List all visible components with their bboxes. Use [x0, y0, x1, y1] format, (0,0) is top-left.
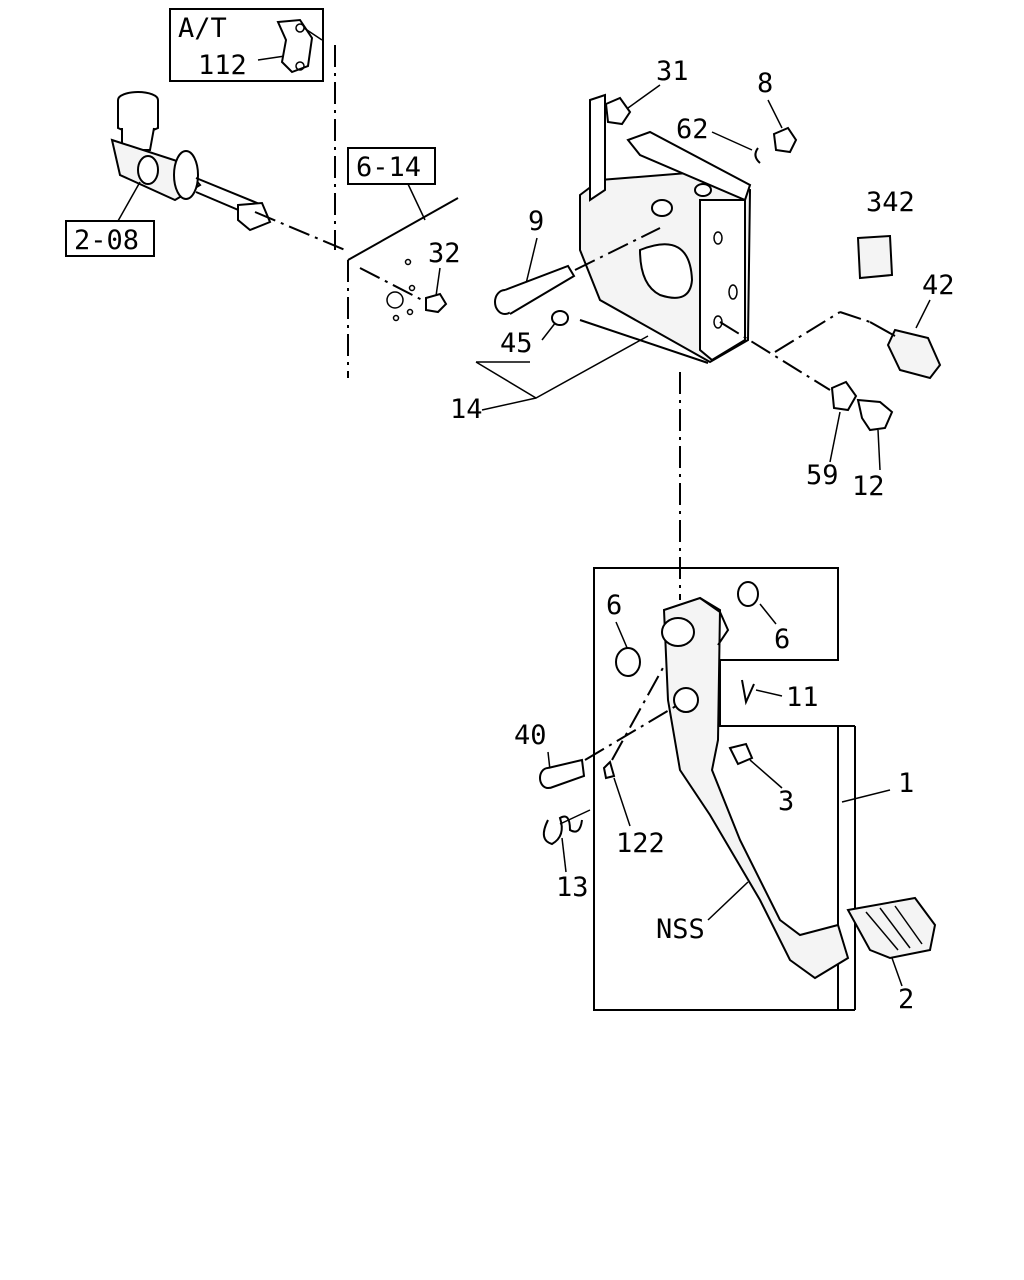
part-31: 31 — [604, 56, 689, 126]
label-6-left: 6 — [606, 590, 622, 621]
label-nss: NSS — [656, 914, 705, 945]
label-342: 342 — [866, 187, 915, 218]
label-31: 31 — [656, 56, 689, 87]
part-3: 3 — [728, 742, 794, 817]
part-14: 14 — [450, 335, 649, 425]
label-62: 62 — [676, 114, 709, 145]
label-59: 59 — [806, 460, 839, 491]
label-45: 45 — [500, 328, 533, 359]
part-8: 8 — [757, 68, 798, 154]
at-inset: A/T 112 — [169, 8, 324, 82]
label-12: 12 — [852, 471, 885, 502]
ref-2-08: 2-08 — [65, 181, 155, 257]
label-3: 3 — [778, 786, 794, 817]
label-32: 32 — [428, 238, 461, 269]
part-9: 9 — [494, 206, 661, 315]
part-2-pedal-pad: 2 — [846, 896, 937, 1015]
label-13: 13 — [556, 872, 589, 903]
master-cylinder — [110, 91, 346, 251]
label-14: 14 — [450, 394, 483, 425]
label-6-14: 6-14 — [356, 152, 421, 183]
part-13: 13 — [542, 809, 591, 903]
label-2-08: 2-08 — [74, 225, 139, 256]
part-6-left: 6 — [606, 590, 641, 677]
label-42: 42 — [922, 270, 955, 301]
part-59-12: 59 12 — [719, 321, 894, 502]
pedal-group-box — [593, 567, 856, 1011]
label-8: 8 — [757, 68, 773, 99]
pedal-arm — [661, 596, 850, 980]
label-6-right: 6 — [774, 624, 790, 655]
part-342: 342 — [856, 187, 915, 280]
part-32: 32 — [359, 238, 461, 314]
part-40: 40 — [514, 705, 677, 789]
part-45: 45 — [500, 310, 569, 359]
label-9: 9 — [528, 206, 544, 237]
ref-6-14: 6-14 — [347, 147, 436, 221]
label-112: 112 — [198, 50, 247, 81]
part-42: 42 — [774, 270, 955, 380]
label-2: 2 — [898, 984, 914, 1015]
nss-note: NSS — [656, 881, 749, 945]
label-1: 1 — [898, 768, 914, 799]
label-at: A/T — [178, 13, 227, 44]
pedal-bracket — [579, 93, 752, 364]
part-6-right: 6 — [737, 581, 790, 655]
label-40: 40 — [514, 720, 547, 751]
label-122: 122 — [616, 828, 665, 859]
part-11: 11 — [741, 679, 819, 713]
part-62: 62 — [676, 114, 761, 164]
part-1: 1 — [841, 768, 914, 803]
part-122: 122 — [602, 665, 665, 859]
label-11: 11 — [786, 682, 819, 713]
